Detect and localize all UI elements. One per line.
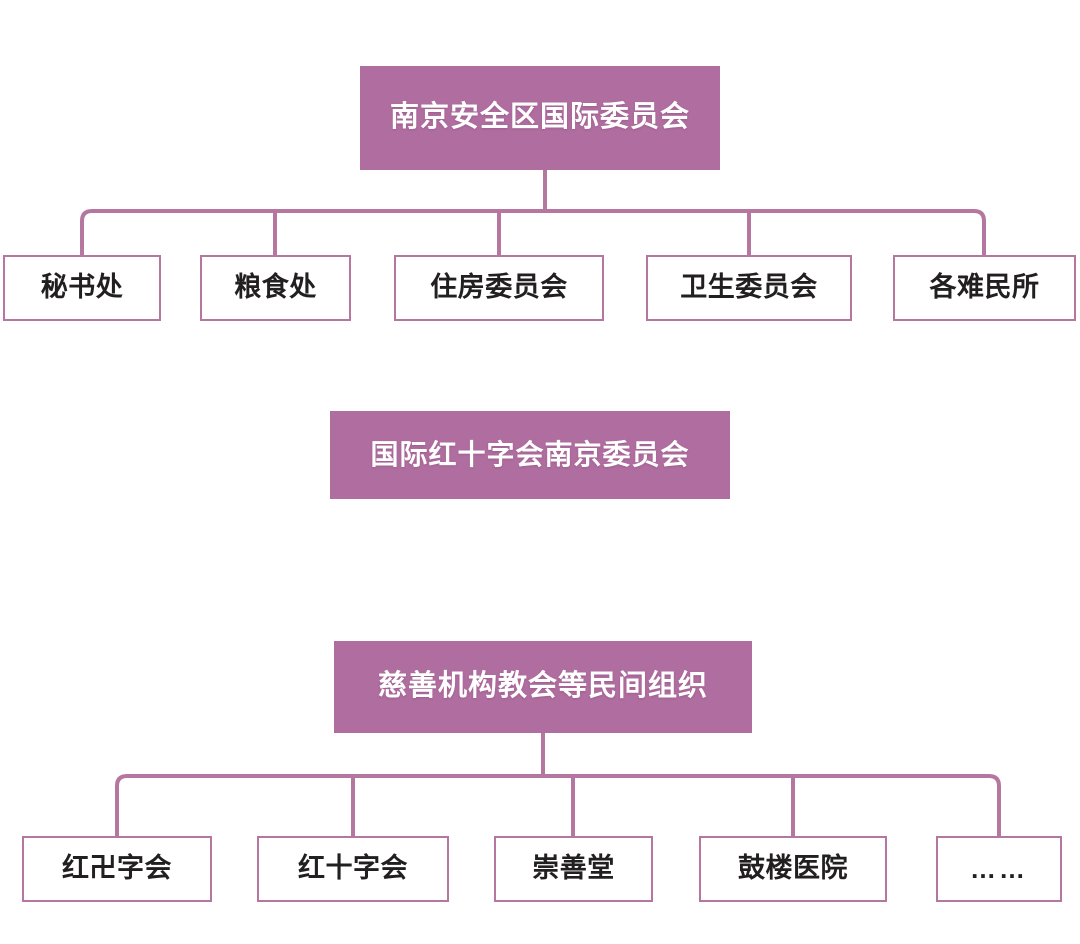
node-label: 各难民所 [929,272,1040,303]
node-food-department[interactable]: 粮食处 [200,255,351,321]
node-label: 南京安全区国际委员会 [389,101,690,134]
node-label: …… [970,853,1028,884]
node-refugee-shelters[interactable]: 各难民所 [893,255,1076,321]
node-housing-committee[interactable]: 住房委员会 [394,255,604,321]
node-label: 崇善堂 [532,853,615,884]
node-label: 红十字会 [298,853,408,884]
node-red-swastika-society[interactable]: 红卍字会 [22,836,212,902]
node-label: 红卍字会 [62,853,172,884]
node-more-ellipsis[interactable]: …… [936,836,1062,902]
node-label: 国际红十字会南京委员会 [370,438,690,470]
node-red-cross-nanjing-committee[interactable]: 国际红十字会南京委员会 [330,411,730,499]
node-gulou-hospital[interactable]: 鼓楼医院 [699,836,887,902]
node-label: 鼓楼医院 [738,853,848,884]
node-health-committee[interactable]: 卫生委员会 [646,255,852,321]
connector-bus-top [80,209,986,255]
node-label: 卫生委员会 [680,272,818,303]
node-charity-organizations[interactable]: 慈善机构教会等民间组织 [334,641,752,733]
node-red-cross-society[interactable]: 红十字会 [257,836,449,902]
node-safety-zone-committee[interactable]: 南京安全区国际委员会 [360,66,720,170]
connector-bus-bottom [115,774,1001,836]
node-secretariat[interactable]: 秘书处 [3,255,161,321]
node-label: 粮食处 [234,272,317,303]
node-label: 慈善机构教会等民间组织 [377,670,708,703]
node-chongshan-tang[interactable]: 崇善堂 [494,836,653,902]
node-label: 秘书处 [40,272,124,303]
node-label: 住房委员会 [430,272,568,303]
